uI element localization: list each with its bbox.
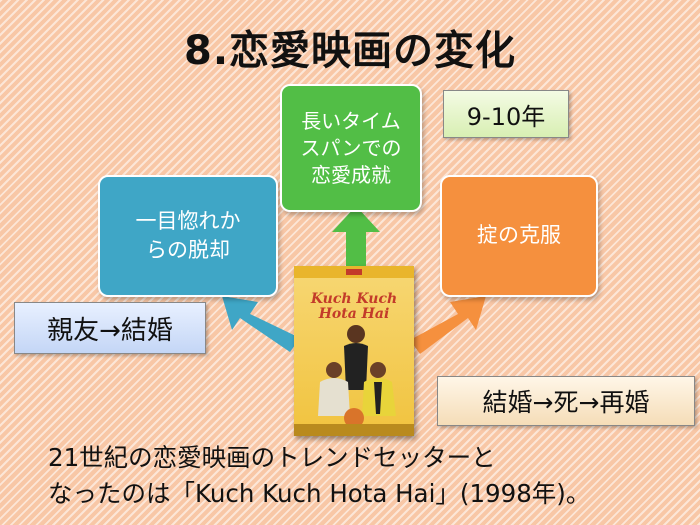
box-center-line1: 長いタイム xyxy=(301,108,401,133)
arrow-left xyxy=(222,296,300,352)
box-left-line1: 一目惚れか xyxy=(135,208,241,233)
arrow-right xyxy=(410,296,486,354)
arrow-up xyxy=(332,206,380,268)
tag-marriage-death-remarriage: 結婚→死→再婚 xyxy=(437,376,695,426)
box-love-at-first-sight: 一目惚れか らの脱却 xyxy=(98,175,278,297)
caption-line1: 21世紀の恋愛映画のトレンドセッターと xyxy=(48,443,496,472)
poster-artwork xyxy=(294,266,414,436)
box-center-line2: スパンでの xyxy=(300,135,402,160)
movie-poster: Kuch Kuch Hota Hai xyxy=(294,266,414,436)
box-center-line3: 恋愛成就 xyxy=(311,162,391,187)
box-overcome-rules: 掟の克服 xyxy=(440,175,598,297)
tag-friend-marriage: 親友→結婚 xyxy=(14,302,206,354)
box-long-timespan: 長いタイム スパンでの 恋愛成就 xyxy=(280,84,422,212)
box-right-text: 掟の克服 xyxy=(477,223,561,248)
caption-line2: なったのは「Kuch Kuch Hota Hai」(1998年)。 xyxy=(48,479,591,508)
caption: 21世紀の恋愛映画のトレンドセッターと なったのは「Kuch Kuch Hota… xyxy=(48,440,700,512)
poster-title-line1: Kuch Kuch xyxy=(310,291,398,307)
slide-title: 8.恋愛映画の変化 xyxy=(183,28,517,74)
tag-years: 9-10年 xyxy=(443,90,569,138)
poster-title-line2: Hota Hai xyxy=(318,305,390,322)
box-left-line2: らの脱却 xyxy=(146,238,230,262)
